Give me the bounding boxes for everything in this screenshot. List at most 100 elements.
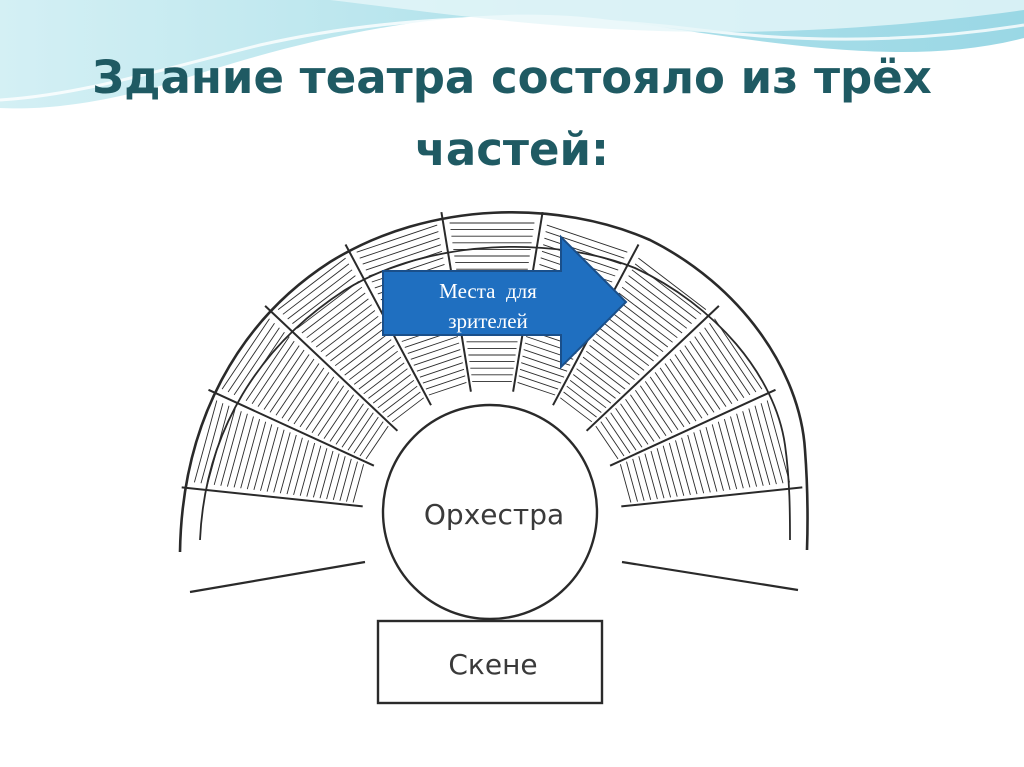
seat-row-line <box>632 458 645 501</box>
seat-row-line <box>362 237 440 265</box>
seat-row-line <box>282 263 350 315</box>
callout-label-line-2: зрителей <box>448 309 528 333</box>
orchestra-label: Орхестра <box>424 498 564 531</box>
seat-row-line <box>306 445 322 497</box>
callout-arrow <box>382 234 628 370</box>
seat-row-line <box>410 342 460 360</box>
seat-row-line <box>760 403 784 484</box>
seat-row-line <box>391 397 424 423</box>
seat-row-line <box>419 362 463 378</box>
seat-row-line <box>717 421 738 490</box>
seat-row-line <box>694 336 739 402</box>
seat-row-line <box>582 356 626 390</box>
seat-row-line <box>742 411 764 486</box>
seat-row-line <box>662 445 678 497</box>
seat-row-line <box>612 304 669 348</box>
seat-row-line <box>659 367 697 422</box>
seat-row-line <box>220 411 242 486</box>
seat-row-line <box>299 376 335 428</box>
seat-row-line <box>287 269 353 320</box>
slide-title-line-1: Здание театра состояло из трёх <box>92 51 932 104</box>
seat-row-line <box>416 355 462 372</box>
seat-row-line <box>605 416 631 454</box>
seat-row-line <box>569 379 607 409</box>
seat-row-line <box>273 432 291 493</box>
seat-row-line <box>638 257 707 310</box>
seat-row-line <box>644 453 658 500</box>
seat-row-line <box>630 394 661 439</box>
seat-row-line <box>563 391 597 418</box>
top-wave-highlight <box>0 16 1024 102</box>
seat-row-line <box>257 345 300 407</box>
seat-row-line <box>610 412 637 451</box>
orchestra-circle <box>381 403 599 621</box>
seat-row-line <box>363 362 405 395</box>
seat-row-line <box>245 336 290 402</box>
seat-row-line <box>638 456 652 501</box>
seat-row-line <box>654 372 691 425</box>
seat-row-line <box>311 385 345 433</box>
seat-row-line <box>301 286 363 334</box>
seat-row-line <box>635 390 667 436</box>
seat-row-line <box>566 385 602 413</box>
seat-row-line <box>359 421 384 457</box>
sector-divider <box>264 305 399 432</box>
seat-row-line <box>634 263 702 315</box>
seat-row-line <box>619 464 632 503</box>
seat-row-line <box>545 231 625 259</box>
seat-row-line <box>687 434 705 494</box>
seat-row-line <box>669 358 709 416</box>
seat-row-line <box>599 327 650 367</box>
seat-row-line <box>618 292 678 339</box>
sector-divider <box>181 486 363 508</box>
seat-row-line <box>675 440 691 496</box>
seat-row-line <box>275 358 315 416</box>
seat-row-line <box>296 281 359 329</box>
seat-row-line <box>521 362 565 378</box>
top-wave-light <box>330 0 1024 32</box>
seat-row-line <box>341 407 369 448</box>
seat-row-line <box>339 333 389 371</box>
seat-row-line <box>649 376 685 428</box>
seat-row-line <box>287 367 325 422</box>
seat-row-line <box>615 407 643 448</box>
seat-row-line <box>517 381 556 396</box>
seat-row-line <box>326 453 340 500</box>
seat-row-line <box>631 269 697 320</box>
seat-row-line <box>699 429 718 492</box>
seat-row-line <box>260 426 279 491</box>
seat-row-line <box>639 385 673 433</box>
seat-row-line <box>365 244 441 271</box>
seat-row-line <box>382 385 418 413</box>
slide-title-line-2: частей: <box>414 123 610 176</box>
seat-row-line <box>227 322 275 393</box>
seat-row-line <box>519 368 562 384</box>
seat-row-line <box>589 345 635 381</box>
skene-rect <box>376 619 604 705</box>
sector-divider <box>585 305 720 432</box>
seat-row-line <box>709 322 757 393</box>
seat-row-line <box>330 321 382 362</box>
seat-row-line <box>253 424 273 491</box>
seat-row-line <box>546 224 628 253</box>
seat-row-line <box>693 432 711 493</box>
slide-title: Здание театра состояло из трёх частей: <box>0 42 1024 186</box>
seat-row-line <box>560 397 593 423</box>
seat-row-line <box>620 403 649 445</box>
sector-divider <box>208 388 375 467</box>
seat-row-line <box>573 374 612 404</box>
seat-row-line <box>353 350 398 385</box>
seat-row-line <box>246 421 267 490</box>
seat-row-line <box>226 413 248 487</box>
seat-row-line <box>595 333 645 371</box>
seat-row-line <box>650 450 665 499</box>
seat-row-line <box>368 368 408 399</box>
seat-row-line <box>595 425 619 460</box>
seat-row-line <box>711 424 731 491</box>
left-side-line <box>189 560 366 594</box>
seat-row-line <box>352 464 365 503</box>
seat-row-line <box>705 426 724 491</box>
seat-row-line <box>644 381 679 431</box>
seat-row-line <box>714 318 763 390</box>
